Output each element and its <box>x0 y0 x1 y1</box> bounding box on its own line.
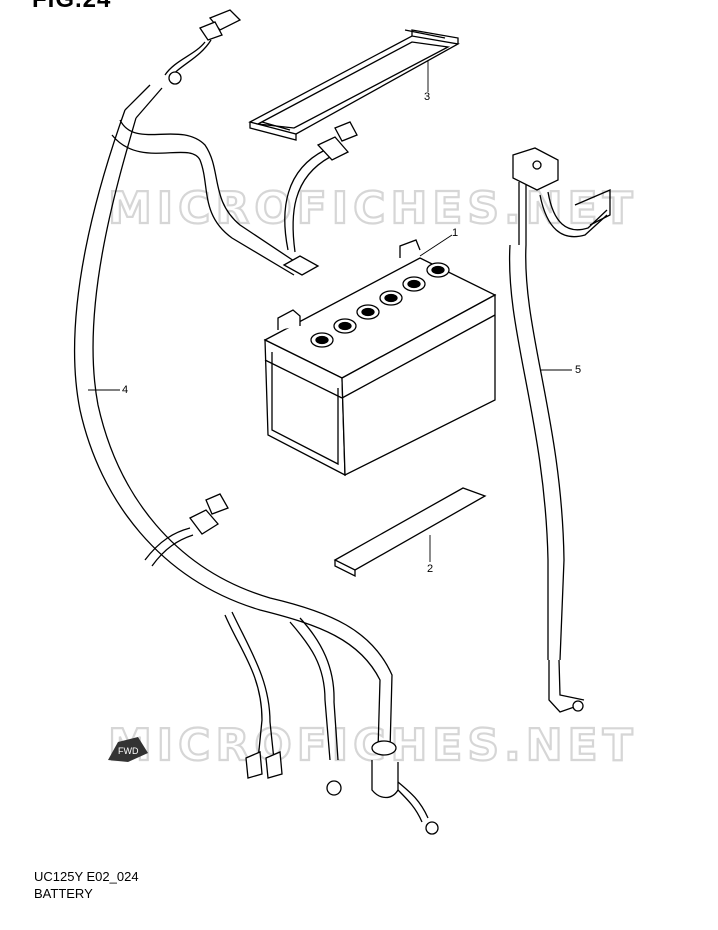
figure-footer: UC125Y E02_024 BATTERY <box>34 868 139 902</box>
fwd-arrow-icon: FWD <box>108 737 148 762</box>
callout-2: 2 <box>427 563 434 575</box>
ground-lead <box>508 147 611 713</box>
fwd-label: FWD <box>118 746 139 756</box>
battery-strap <box>248 29 460 141</box>
battery <box>263 239 497 477</box>
battery-pad <box>333 487 487 578</box>
wire-harness <box>74 9 439 835</box>
callout-5: 5 <box>575 364 582 376</box>
watermark-top: MICROFICHES.NET <box>108 183 638 234</box>
callout-3: 3 <box>424 91 431 103</box>
figure-title: FIG.24 <box>32 0 111 14</box>
leader-lines <box>88 60 572 562</box>
figure-name: BATTERY <box>34 886 93 901</box>
watermark-bottom: MICROFICHES.NET <box>108 720 638 771</box>
callout-4: 4 <box>122 384 129 396</box>
callout-1: 1 <box>452 227 459 239</box>
figure-code: UC125Y E02_024 <box>34 869 139 884</box>
